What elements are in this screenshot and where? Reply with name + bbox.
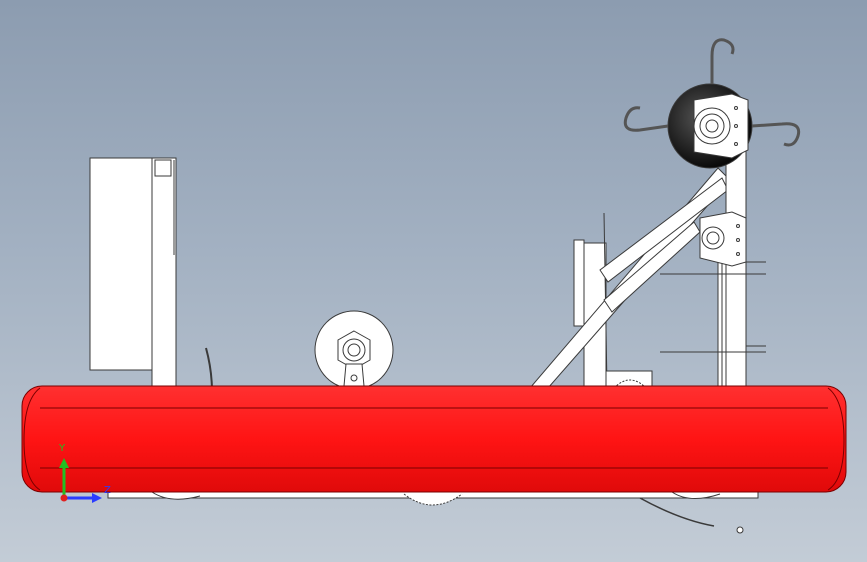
control-box[interactable]: [89, 157, 177, 387]
y-axis-label: Y: [59, 443, 66, 454]
lower-bearing[interactable]: [699, 211, 747, 267]
rod-left: [205, 347, 213, 393]
origin-dot: [60, 494, 68, 502]
axis-triad: [59, 458, 102, 503]
red-float-pontoon[interactable]: [21, 385, 847, 493]
diagonal-strut[interactable]: [528, 167, 731, 389]
spool-pulley[interactable]: [314, 310, 394, 390]
mount-plate[interactable]: [573, 212, 608, 388]
top-wheel[interactable]: [667, 83, 753, 169]
hook-arms: [623, 38, 801, 147]
z-axis-label: Z: [104, 485, 111, 496]
underside-rail: [107, 489, 759, 534]
